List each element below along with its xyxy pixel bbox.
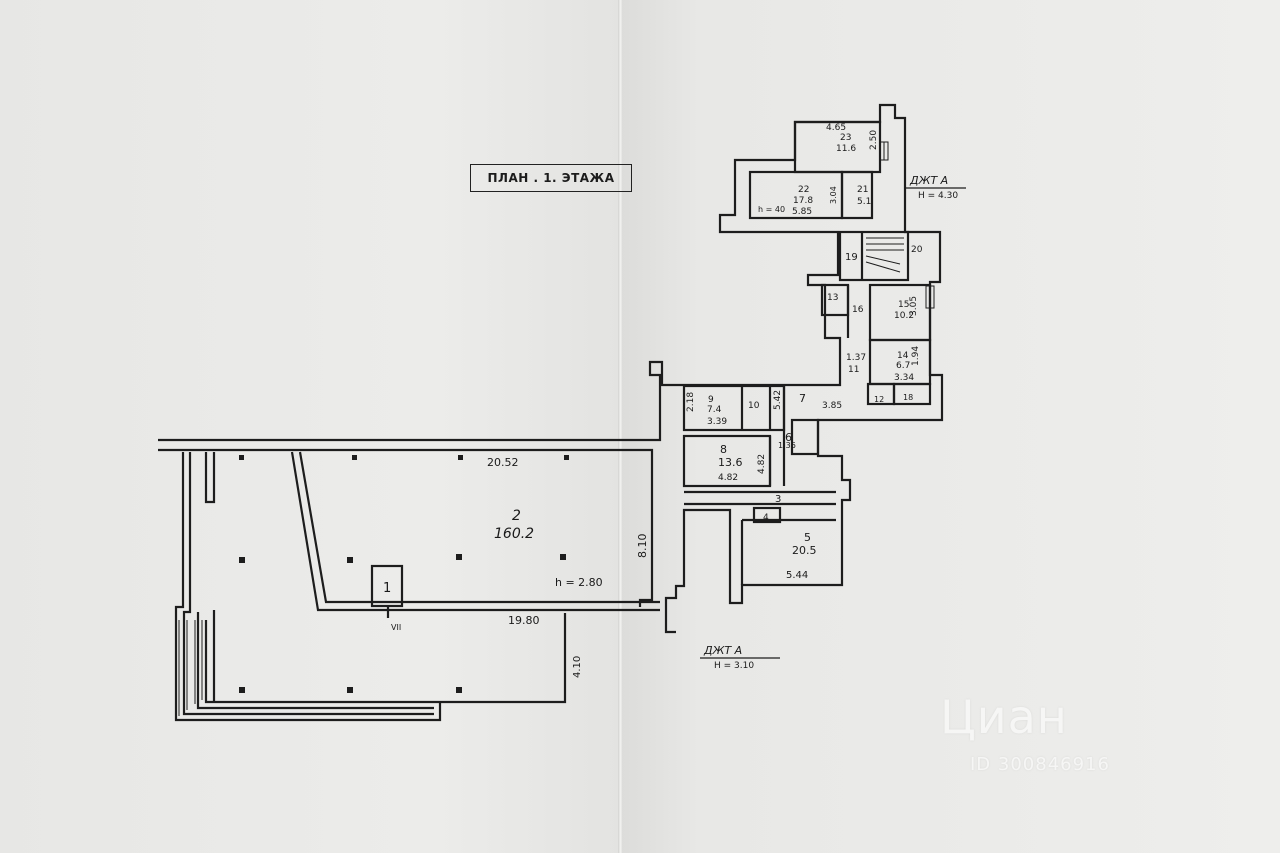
room-12-label: 12: [874, 395, 884, 404]
dim-20-52: 20.52: [487, 456, 519, 469]
dim-3-85: 3.85: [822, 401, 842, 411]
room-21-area: 5.1: [857, 197, 871, 207]
elevation-lower-height: Н = 3.10: [714, 661, 754, 671]
watermark-id: ID 300846916: [970, 754, 1110, 775]
room-14-area: 6.7: [896, 361, 910, 371]
dim-1-94: 1.94: [911, 346, 921, 366]
room-6-label: 6: [785, 431, 792, 444]
room-9-label: 9: [708, 395, 714, 405]
watermark: Циан ID 300846916: [940, 690, 1130, 780]
wall-corridor: [158, 103, 944, 634]
room-1-label: 1: [383, 581, 391, 596]
dim-19-80: 19.80: [508, 614, 540, 627]
room-5-label: 5: [804, 531, 811, 544]
room-11-label: 11: [848, 365, 859, 375]
dimension-labels: 20.52 8.10 h = 2.80 19.80 4.10 5.44 4.82…: [391, 123, 921, 678]
dim-3-04: 3.04: [829, 186, 838, 204]
paper-fold: [618, 0, 623, 853]
wall-left-step-4: [204, 613, 567, 704]
room-10-label: 10: [748, 401, 760, 411]
wall-left-step: [174, 452, 442, 722]
room-15-label: 15: [898, 300, 909, 310]
room-2-label: 2: [512, 508, 521, 524]
dim-4-65: 4.65: [826, 123, 846, 133]
wall-left-col: [204, 452, 216, 504]
room-9-area: 7.4: [707, 405, 722, 415]
room-14-label: 14: [897, 351, 909, 361]
dim-2-50: 2.50: [869, 130, 879, 150]
room-23-label: 23: [840, 133, 851, 143]
room-8-label: 8: [720, 443, 727, 456]
dim-4-82-v: 4.82: [757, 454, 767, 474]
room-8-area: 13.6: [718, 456, 743, 469]
dim-5-44: 5.44: [786, 570, 808, 581]
elevation-labels: ДЖТ А Н = 4.30 ДЖТ А Н = 3.10: [703, 174, 958, 671]
room-7-label: 7: [799, 392, 806, 405]
marker-vii: VII: [391, 623, 401, 632]
dim-1-37: 1.37: [846, 353, 866, 363]
paper-right-half: [620, 0, 1280, 853]
room-19-label: 19: [845, 252, 858, 263]
room-3-label: 3: [775, 494, 781, 505]
wall-hall: [290, 451, 660, 612]
plan-title: ПЛАН . 1. ЭТАЖА: [487, 171, 615, 185]
wall-hall-inner: [298, 451, 660, 604]
dim-h-40: h = 40: [758, 205, 785, 214]
room-22-area: 17.8: [793, 196, 813, 206]
room-15-area: 10.2: [894, 311, 914, 321]
room-18-label: 18: [903, 393, 913, 402]
wall-left-step-2: [182, 452, 434, 716]
room-4: [752, 506, 782, 524]
room-6: [790, 418, 820, 456]
wall-left-step-3: [196, 612, 434, 710]
room-22-label: 22: [798, 185, 809, 195]
dim-5-85: 5.85: [792, 207, 812, 217]
stair-hatching: [178, 237, 904, 716]
room-labels: 1 2 160.2 3 4 5 20.5 6 7 8 13.6 9 7.4 10…: [383, 133, 923, 596]
paper-left-half: [0, 0, 620, 853]
walls: [158, 103, 944, 722]
dim-5-42: 5.42: [773, 390, 783, 410]
elevation-marks: [700, 187, 966, 659]
dim-2-18: 2.18: [686, 392, 696, 412]
dim-1-36: 1.36: [778, 441, 796, 450]
dim-3-39: 3.39: [707, 417, 727, 427]
room-4-label: 4: [763, 513, 769, 523]
stair-19-20: [838, 230, 910, 282]
room-2-area: 160.2: [494, 526, 534, 542]
dim-h-2-80: h = 2.80: [555, 576, 603, 589]
elevation-upper-mark: ДЖТ А: [909, 174, 948, 187]
room-16-label: 16: [852, 305, 864, 315]
room-23-area: 11.6: [836, 144, 856, 154]
dim-8-10: 8.10: [636, 534, 649, 559]
room-21-label: 21: [857, 185, 868, 195]
plan-title-box: ПЛАН . 1. ЭТАЖА: [470, 164, 632, 192]
dim-3-34: 3.34: [894, 373, 914, 383]
elevation-lower-mark: ДЖТ А: [703, 644, 742, 657]
watermark-logo: Циан: [940, 690, 1068, 744]
elevation-upper-height: Н = 4.30: [918, 191, 958, 201]
room-13-label: 13: [827, 293, 838, 303]
dim-3-05: 3.05: [909, 296, 919, 316]
room-18-lower: [892, 382, 932, 406]
columns: [239, 455, 569, 693]
dim-4-82: 4.82: [718, 473, 738, 483]
dim-4-10: 4.10: [572, 656, 583, 678]
room-20-label: 20: [911, 245, 923, 255]
windows: [879, 141, 935, 309]
room-21: [840, 170, 874, 220]
room-5-area: 20.5: [792, 544, 817, 557]
